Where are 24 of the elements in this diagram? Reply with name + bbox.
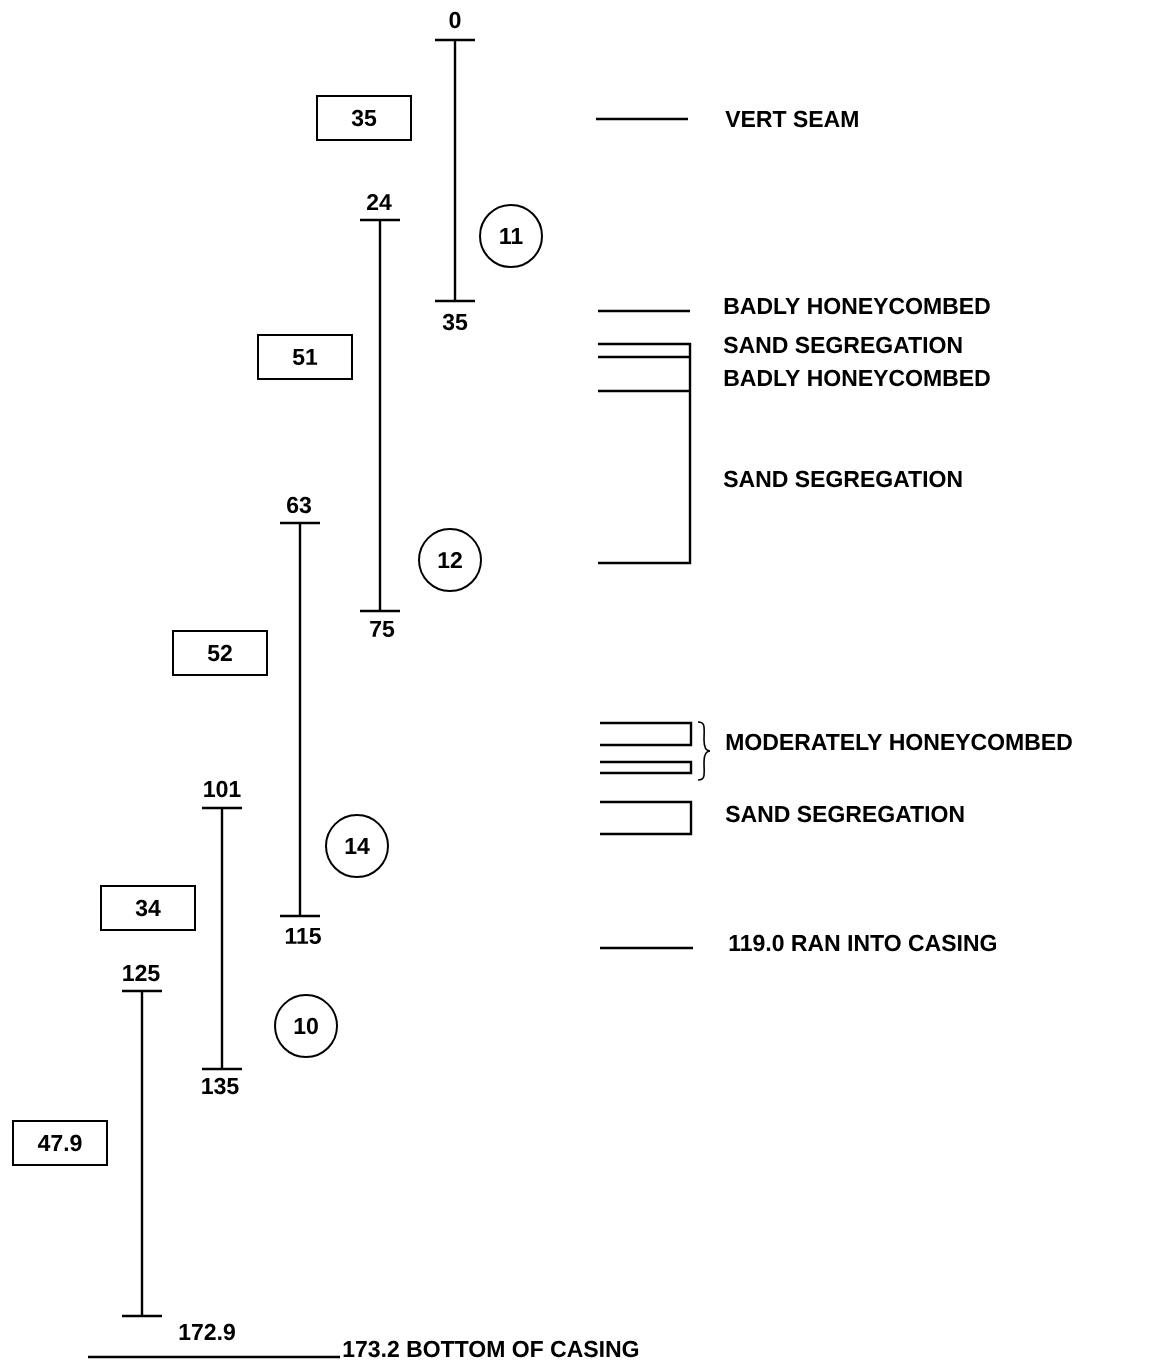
note-text: 119.0 RAN INTO CASING [729, 934, 996, 952]
note-text: 173.2 BOTTOM OF CASING [343, 1340, 639, 1358]
depth-number: 75 [370, 621, 395, 638]
depth-number: 63 [287, 496, 311, 514]
depth-number: 24 [367, 193, 392, 211]
note-text: SAND SEGREGATION [723, 336, 962, 354]
depth-number: 35 [442, 313, 468, 331]
depth-number: 172.9 [179, 1323, 235, 1341]
note-text: MODERATELY HONEYCOMBED [726, 733, 1072, 751]
depth-number: 101 [204, 780, 241, 798]
number-box: 52 [172, 630, 268, 676]
note-text: BADLY HONEYCOMBED [724, 369, 990, 387]
note-text: SAND SEGREGATION [723, 470, 962, 488]
number-box: 35 [316, 95, 412, 141]
depth-number: 115 [285, 928, 321, 945]
note-text: VERT SEAM [725, 110, 858, 128]
depth-number: 135 [202, 1077, 239, 1095]
note-text: SAND SEGREGATION [725, 805, 964, 823]
number-box: 34 [100, 885, 196, 931]
number-box: 47.9 [12, 1120, 108, 1166]
depth-number: 125 [123, 964, 160, 982]
number-box: 51 [257, 334, 353, 380]
depth-number: 0 [449, 11, 461, 29]
note-text: BADLY HONEYCOMBED [724, 297, 990, 315]
